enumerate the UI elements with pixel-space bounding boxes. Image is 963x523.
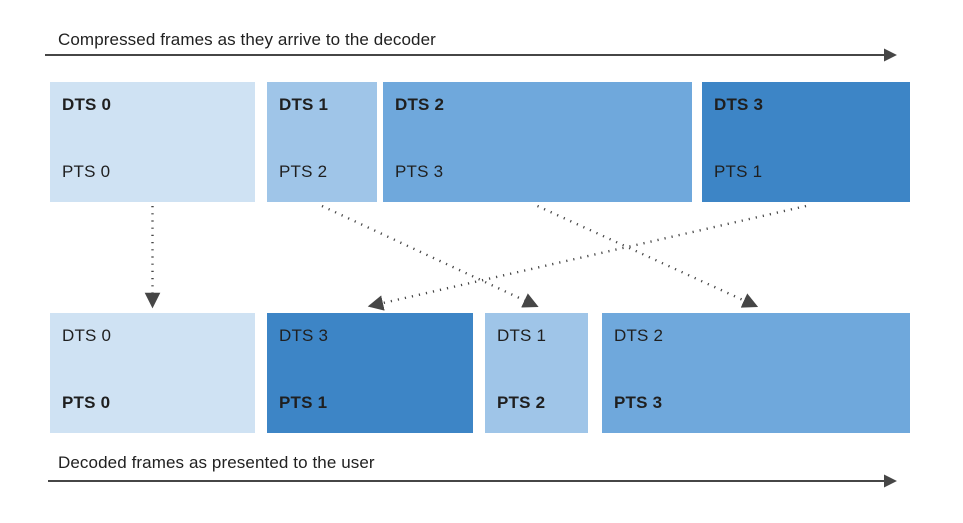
pts-label: PTS 3 [614,393,663,413]
pts-label: PTS 2 [279,162,328,182]
dts-label: DTS 3 [714,95,764,114]
bottom-frame-pts1: DTS 3 PTS 1 [267,313,473,433]
top-frame-dts2: DTS 2 PTS 3 [383,82,692,202]
top-axis-label: Compressed frames as they arrive to the … [58,30,436,49]
dts-label: DTS 2 [614,326,664,345]
dts-label: DTS 3 [279,326,329,345]
bottom-frame-pts0: DTS 0 PTS 0 [50,313,255,433]
pts-label: PTS 3 [395,162,444,182]
connector-arrow-1 [321,204,539,308]
bottom-frame-pts2: DTS 1 PTS 2 [485,313,588,433]
top-frame-dts0: DTS 0 PTS 0 [50,82,255,202]
top-frame-dts1: DTS 1 PTS 2 [267,82,377,202]
dts-label: DTS 0 [62,95,112,114]
connector-arrow-2 [537,204,759,308]
dts-label: DTS 2 [395,95,445,114]
dts-label: DTS 0 [62,326,112,345]
connector-arrow-3 [367,204,807,311]
pts-label: PTS 1 [714,162,763,182]
bottom-axis-label: Decoded frames as presented to the user [58,453,375,472]
pts-label: PTS 0 [62,162,111,182]
pts-label: PTS 2 [497,393,546,413]
dts-label: DTS 1 [279,95,329,114]
bottom-frame-pts3: DTS 2 PTS 3 [602,313,910,433]
pts-label: PTS 1 [279,393,328,413]
top-frame-dts3: DTS 3 PTS 1 [702,82,910,202]
dts-label: DTS 1 [497,326,547,345]
pts-label: PTS 0 [62,393,111,413]
